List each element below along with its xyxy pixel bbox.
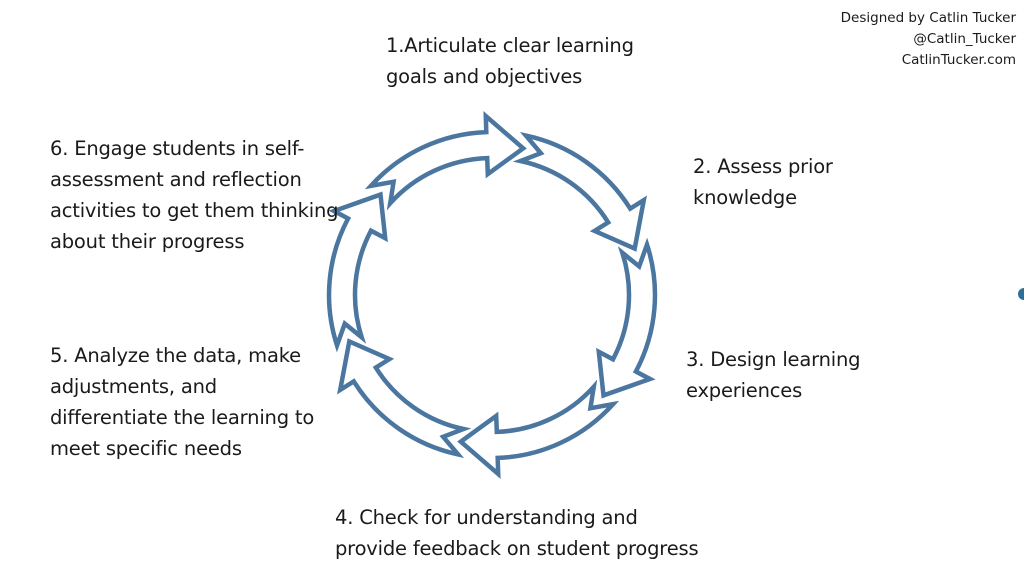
step-6-line-3: activities to get them thinking — [50, 199, 339, 222]
step-5-line-2: adjustments, and — [50, 375, 217, 398]
step-2-label: 2. Assess prior knowledge — [693, 151, 833, 213]
step-5-label: 5. Analyze the data, make adjustments, a… — [50, 340, 314, 464]
credit-handle-line: @Catlin_Tucker — [913, 31, 1016, 47]
cycle-arrow-6 — [364, 111, 527, 211]
step-6-line-2: assessment and reflection — [50, 168, 302, 191]
credit-website-line: CatlinTucker.com — [901, 52, 1016, 68]
step-3-label: 3. Design learning experiences — [686, 344, 860, 406]
cycle-arrow-4 — [337, 338, 472, 458]
step-5-line-4: meet specific needs — [50, 437, 242, 460]
designer-credit: Designed by Catlin Tucker @Catlin_Tucker… — [841, 8, 1016, 71]
edge-dot — [1018, 288, 1024, 300]
cycle-arrow-5 — [326, 191, 388, 353]
step-1-line-2: goals and objectives — [386, 65, 583, 88]
step-5-line-1: 5. Analyze the data, make — [50, 344, 301, 367]
step-4-line-2: provide feedback on student progress — [335, 537, 699, 560]
step-4-line-1: 4. Check for understanding and — [335, 506, 638, 529]
step-2-line-1: 2. Assess prior — [693, 155, 833, 178]
step-1-line-1: 1.Articulate clear learning — [386, 34, 634, 57]
step-3-line-1: 3. Design learning — [686, 348, 861, 371]
step-4-label: 4. Check for understanding and provide f… — [335, 502, 699, 564]
cycle-arrow-1 — [512, 132, 647, 252]
cycle-arrow-2 — [596, 237, 658, 399]
step-6-line-1: 6. Engage students in self- — [50, 137, 305, 160]
cycle-arrow-3 — [457, 379, 620, 479]
step-2-line-2: knowledge — [693, 186, 797, 209]
step-5-line-3: differentiate the learning to — [50, 406, 315, 429]
step-3-line-2: experiences — [686, 379, 803, 402]
credit-designer-line: Designed by Catlin Tucker — [840, 10, 1016, 26]
step-6-label: 6. Engage students in self- assessment a… — [50, 133, 339, 257]
step-1-label: 1.Articulate clear learning goals and ob… — [386, 30, 634, 92]
step-6-line-4: about their progress — [50, 230, 245, 253]
